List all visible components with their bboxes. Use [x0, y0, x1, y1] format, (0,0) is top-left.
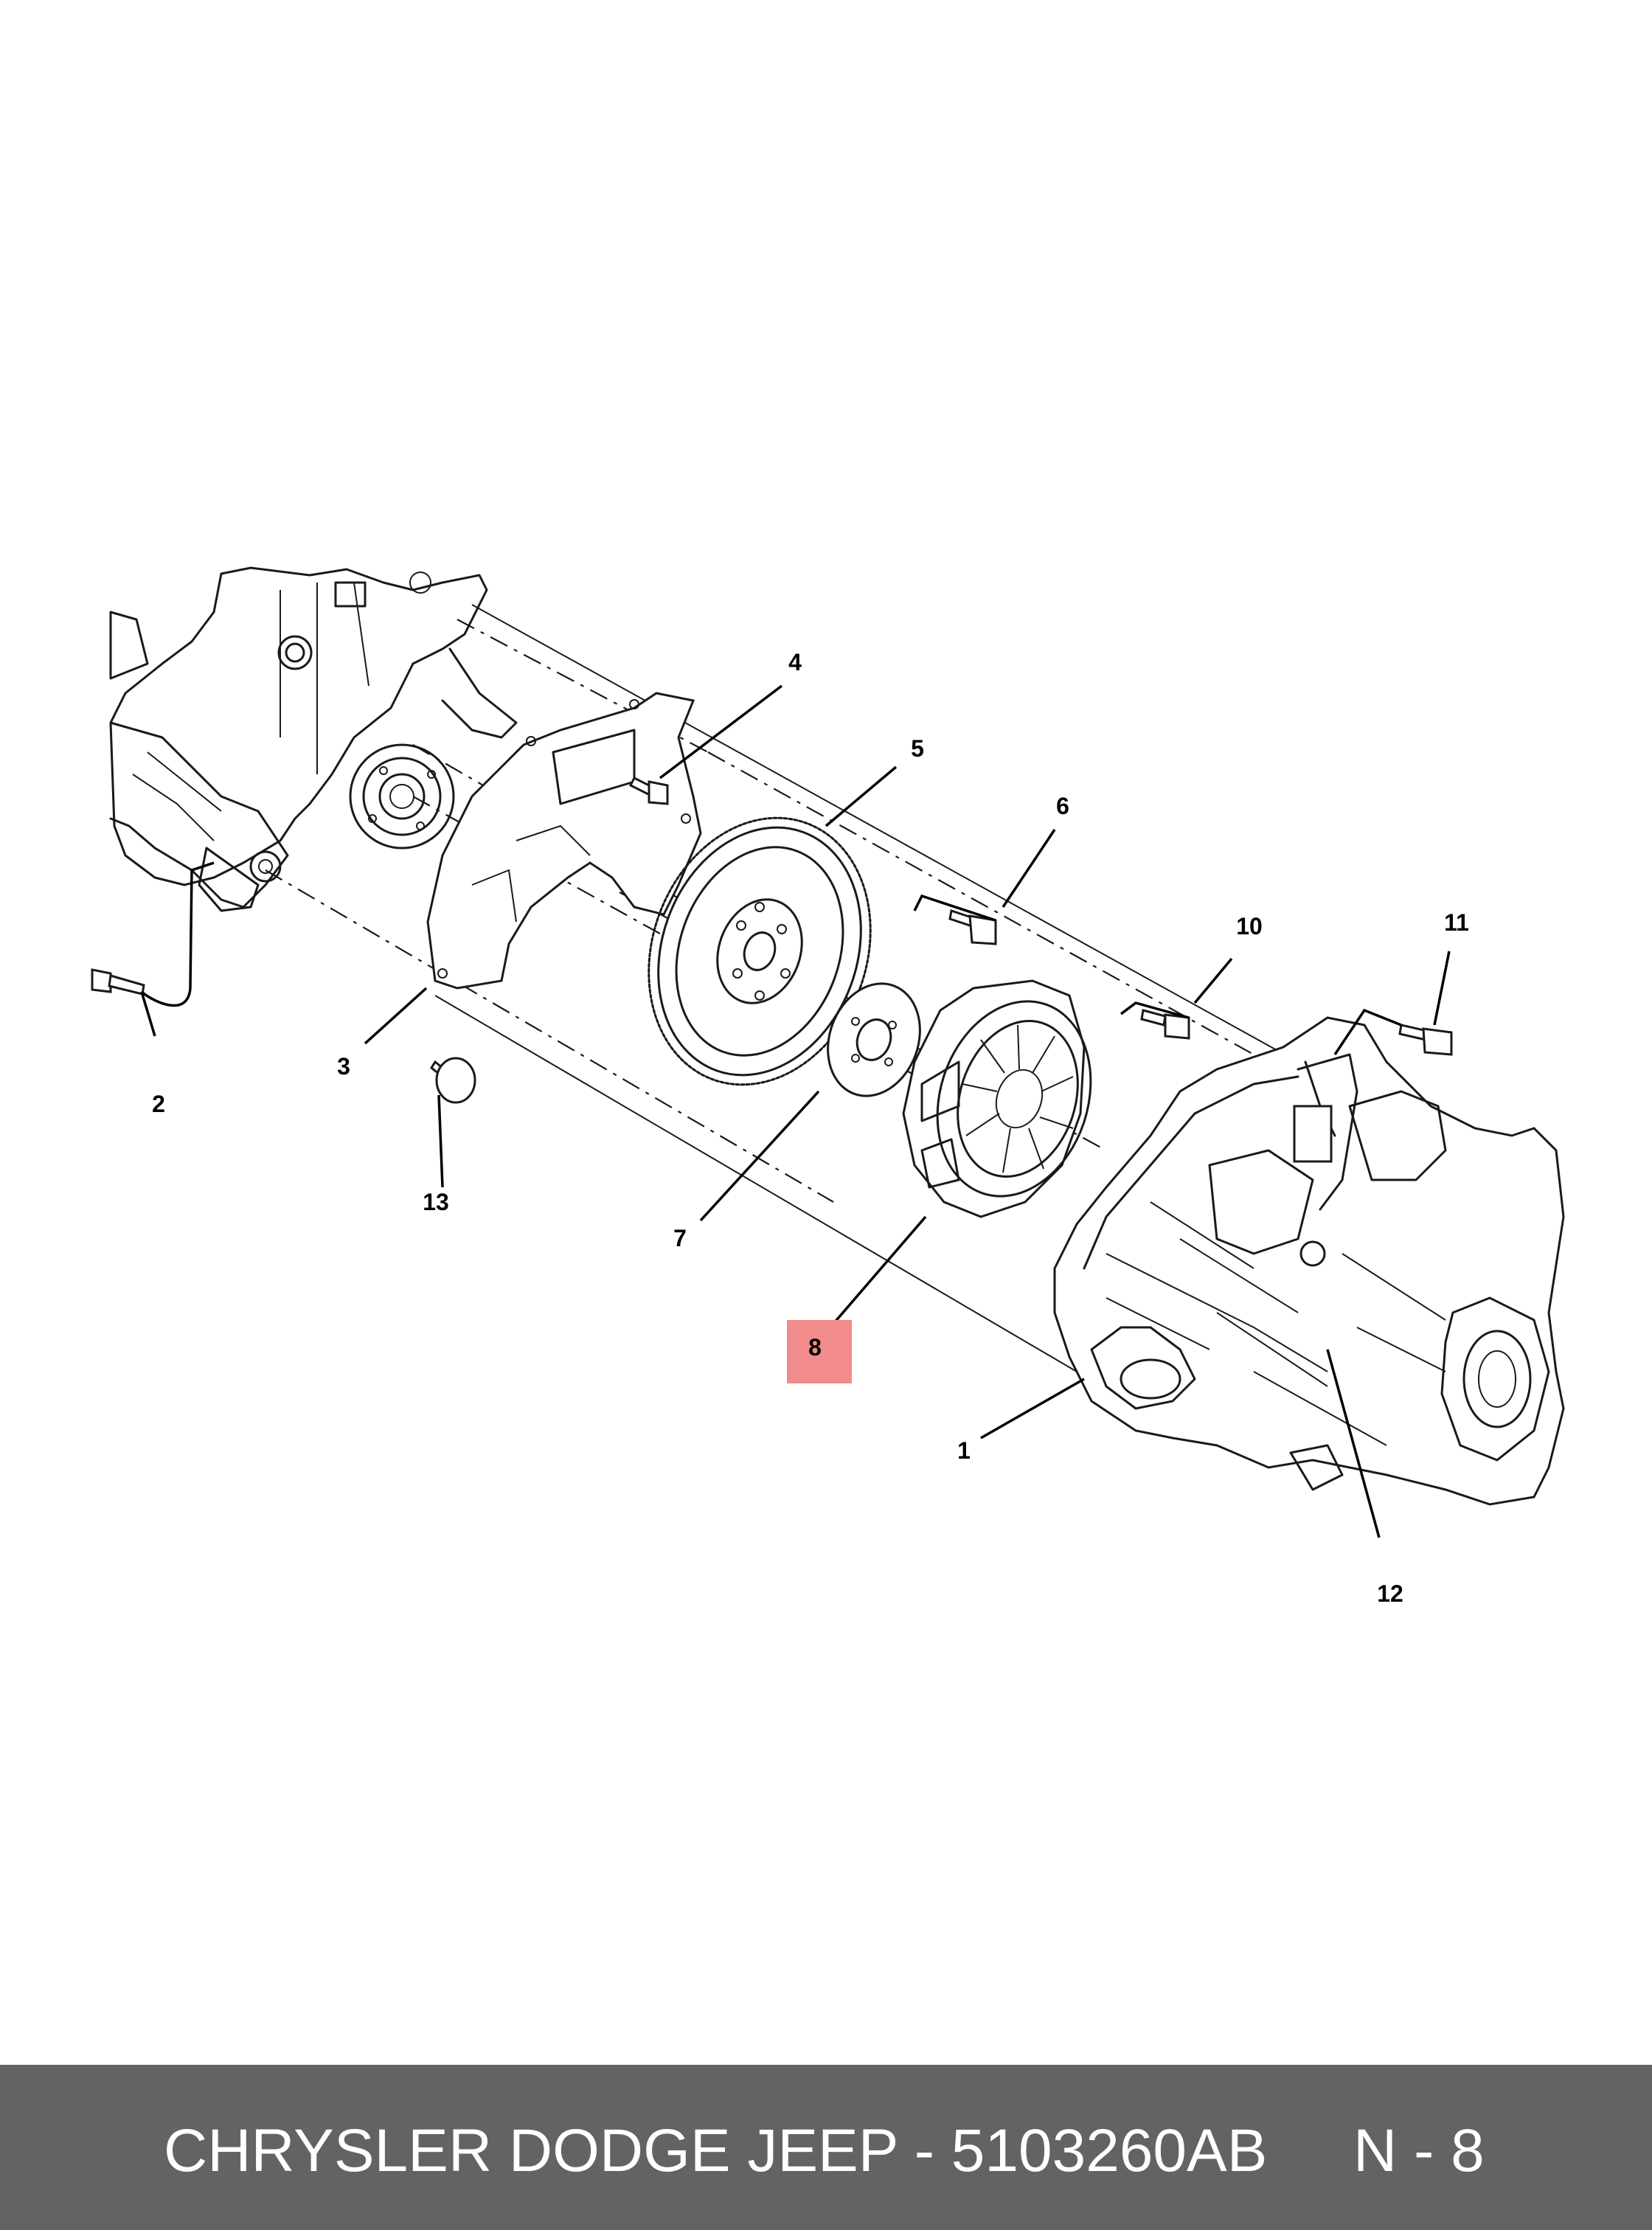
callout-highlight — [787, 1320, 852, 1383]
clutch-assembly — [902, 979, 1092, 1218]
adapter-plate — [426, 692, 702, 990]
leader-lines — [140, 684, 1451, 1538]
bolt-10 — [1140, 1009, 1190, 1040]
callout-2: 2 — [152, 1091, 165, 1117]
callout-7: 7 — [673, 1225, 687, 1251]
callout-13: 13 — [423, 1189, 449, 1215]
part-title: CHRYSLER DODGE JEEP - 5103260AB — [164, 2117, 1268, 2184]
callout-11: 11 — [1444, 909, 1469, 936]
part-position-code: N - 8 — [1353, 2117, 1485, 2184]
callout-8: 8 — [808, 1334, 822, 1361]
bolt-2 — [91, 968, 145, 996]
callout-4: 4 — [788, 649, 802, 675]
footer-bar — [0, 2065, 1652, 2230]
engine-block — [109, 566, 518, 912]
callout-12: 12 — [1377, 1580, 1403, 1607]
callout-5: 5 — [911, 735, 924, 762]
bolt-11 — [1398, 1024, 1453, 1056]
callout-6: 6 — [1056, 793, 1069, 819]
bolt-6 — [948, 909, 997, 945]
callout-10: 10 — [1236, 913, 1263, 939]
callout-3: 3 — [337, 1053, 350, 1080]
transaxle-housing — [1053, 1016, 1565, 1506]
exploded-parts-diagram: 1 2 3 4 5 6 7 8 10 11 12 13 — [91, 566, 1565, 1607]
bolt-13 — [430, 1057, 476, 1104]
callout-1: 1 — [957, 1437, 971, 1464]
bolt-4 — [628, 776, 669, 805]
flywheel — [648, 816, 872, 1086]
spacer-plate — [827, 982, 921, 1097]
